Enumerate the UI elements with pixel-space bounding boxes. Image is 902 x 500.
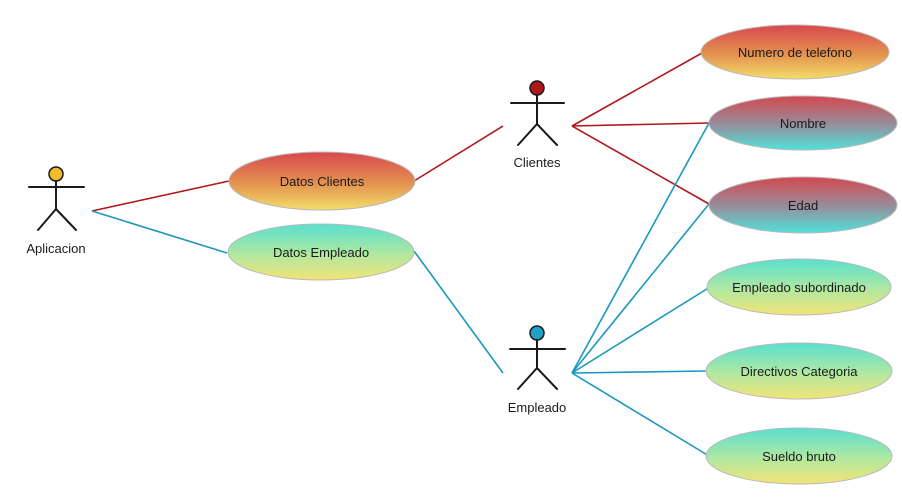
actor-empleado-label: Empleado xyxy=(508,400,567,415)
use-case-nombre[interactable]: Nombre xyxy=(708,95,898,151)
use-case-datos-empleado-label: Datos Empleado xyxy=(273,245,369,260)
actor-clientes[interactable]: Clientes xyxy=(510,80,565,170)
line-aplicacion-datos-clientes xyxy=(91,180,230,212)
line-datos-clientes-clientes xyxy=(413,125,504,182)
line-empleado-directivos xyxy=(571,370,707,374)
line-datos-empleado-empleado xyxy=(413,250,504,374)
line-clientes-nombre xyxy=(571,122,710,127)
use-case-datos-clientes-label: Datos Clientes xyxy=(280,174,365,189)
use-case-empleado-subordinado[interactable]: Empleado subordinado xyxy=(706,258,892,316)
line-clientes-numero-telefono xyxy=(571,52,703,127)
line-empleado-sueldo xyxy=(571,372,710,457)
actor-clientes-label: Clientes xyxy=(514,155,561,170)
use-case-nombre-label: Nombre xyxy=(780,116,826,131)
use-case-edad[interactable]: Edad xyxy=(708,176,898,234)
actor-empleado-head-icon xyxy=(529,325,545,341)
connectors xyxy=(91,52,711,457)
line-clientes-edad xyxy=(571,125,710,205)
line-empleado-nombre xyxy=(571,122,710,374)
actor-aplicacion[interactable]: Aplicacion xyxy=(26,166,86,256)
actor-aplicacion-head-icon xyxy=(48,166,64,182)
line-aplicacion-datos-empleado xyxy=(91,210,228,254)
actor-empleado[interactable]: Empleado xyxy=(508,325,567,415)
use-case-numero-telefono[interactable]: Numero de telefono xyxy=(700,24,890,80)
actor-clientes-head-icon xyxy=(529,80,545,96)
use-case-numero-telefono-label: Numero de telefono xyxy=(738,45,852,60)
line-empleado-edad xyxy=(571,203,710,374)
line-empleado-subordinado xyxy=(571,286,711,374)
use-case-directivos-categoria-label: Directivos Categoria xyxy=(740,364,858,379)
use-case-empleado-subordinado-label: Empleado subordinado xyxy=(732,280,866,295)
use-case-edad-label: Edad xyxy=(788,198,818,213)
actor-aplicacion-label: Aplicacion xyxy=(26,241,85,256)
use-case-sueldo-bruto-label: Sueldo bruto xyxy=(762,449,836,464)
use-case-directivos-categoria[interactable]: Directivos Categoria xyxy=(705,342,893,400)
use-case-datos-clientes[interactable]: Datos Clientes xyxy=(228,151,416,211)
use-case-sueldo-bruto[interactable]: Sueldo bruto xyxy=(705,427,893,485)
use-case-datos-empleado[interactable]: Datos Empleado xyxy=(227,223,415,281)
